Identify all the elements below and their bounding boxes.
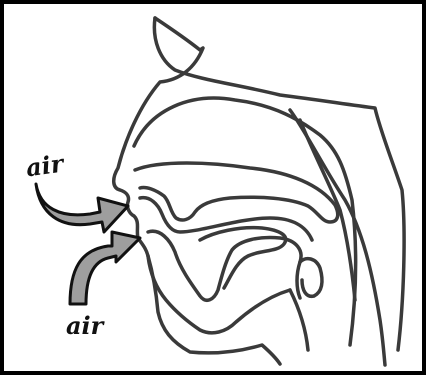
air-label-lower: air [66,314,103,338]
air-label-upper: air [25,152,65,181]
